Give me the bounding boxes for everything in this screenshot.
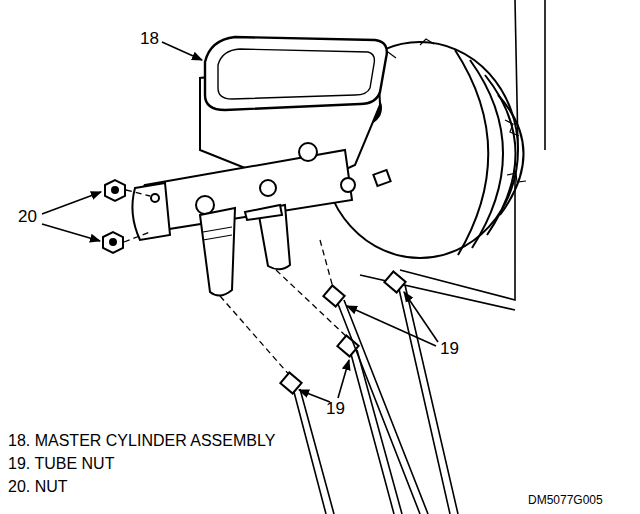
drawing-part xyxy=(200,208,235,296)
drawing-part xyxy=(105,180,125,201)
drawing-part xyxy=(544,0,546,150)
drawing-part xyxy=(145,150,352,232)
drawing-part xyxy=(276,270,348,338)
legend-text: 19. TUBE NUT xyxy=(8,455,114,473)
drawing-part xyxy=(162,42,202,60)
drawing-part xyxy=(341,178,355,192)
drawing-part xyxy=(384,271,405,292)
drawing-part xyxy=(218,49,374,99)
drawing-part xyxy=(373,170,390,186)
drawing-part xyxy=(260,180,276,196)
brake-lines xyxy=(294,285,458,514)
drawing-part xyxy=(470,60,503,248)
tube-nuts xyxy=(280,271,405,393)
drawing-part xyxy=(299,143,317,161)
drawing-part xyxy=(196,196,214,214)
callout-number: 19 xyxy=(326,400,345,419)
drawing-part xyxy=(337,335,358,356)
assembly-lines xyxy=(124,190,348,378)
drawing-part xyxy=(323,285,344,306)
drawing-part xyxy=(360,275,515,310)
drawing-part xyxy=(280,372,301,393)
drawing-part xyxy=(347,306,436,346)
callout-number: 20 xyxy=(18,208,37,227)
drawing-part xyxy=(380,39,434,60)
drawing-part xyxy=(220,296,292,378)
drawing-part xyxy=(399,285,458,514)
reservoir xyxy=(205,37,387,110)
drawing-part xyxy=(351,350,402,514)
leader-arrows xyxy=(42,42,438,402)
drawing-part xyxy=(112,187,118,193)
drawing-part xyxy=(103,232,123,253)
drawing-part xyxy=(498,95,524,215)
drawing-part xyxy=(299,390,330,402)
drawing-part xyxy=(42,224,100,241)
drawing-part xyxy=(110,239,116,245)
legend-text: 20. NUT xyxy=(8,478,68,496)
callout-number: 18 xyxy=(140,30,159,49)
drawing-part xyxy=(132,183,170,240)
drawing-part xyxy=(42,192,101,214)
drawing-part xyxy=(245,205,282,220)
drawing-part xyxy=(338,360,349,398)
drawing-part xyxy=(338,300,428,514)
drawing-part xyxy=(124,232,150,242)
mounting-nuts xyxy=(103,180,125,253)
drawing-part xyxy=(505,120,526,182)
drawing-part xyxy=(151,194,159,202)
figure-code: DM5077G005 xyxy=(528,494,603,507)
drawing-part xyxy=(205,37,387,110)
legend-text: 18. MASTER CYLINDER ASSEMBLY xyxy=(8,432,275,450)
drawing-part xyxy=(203,227,232,240)
drawing-part xyxy=(126,190,150,196)
callout-number: 19 xyxy=(440,340,459,359)
